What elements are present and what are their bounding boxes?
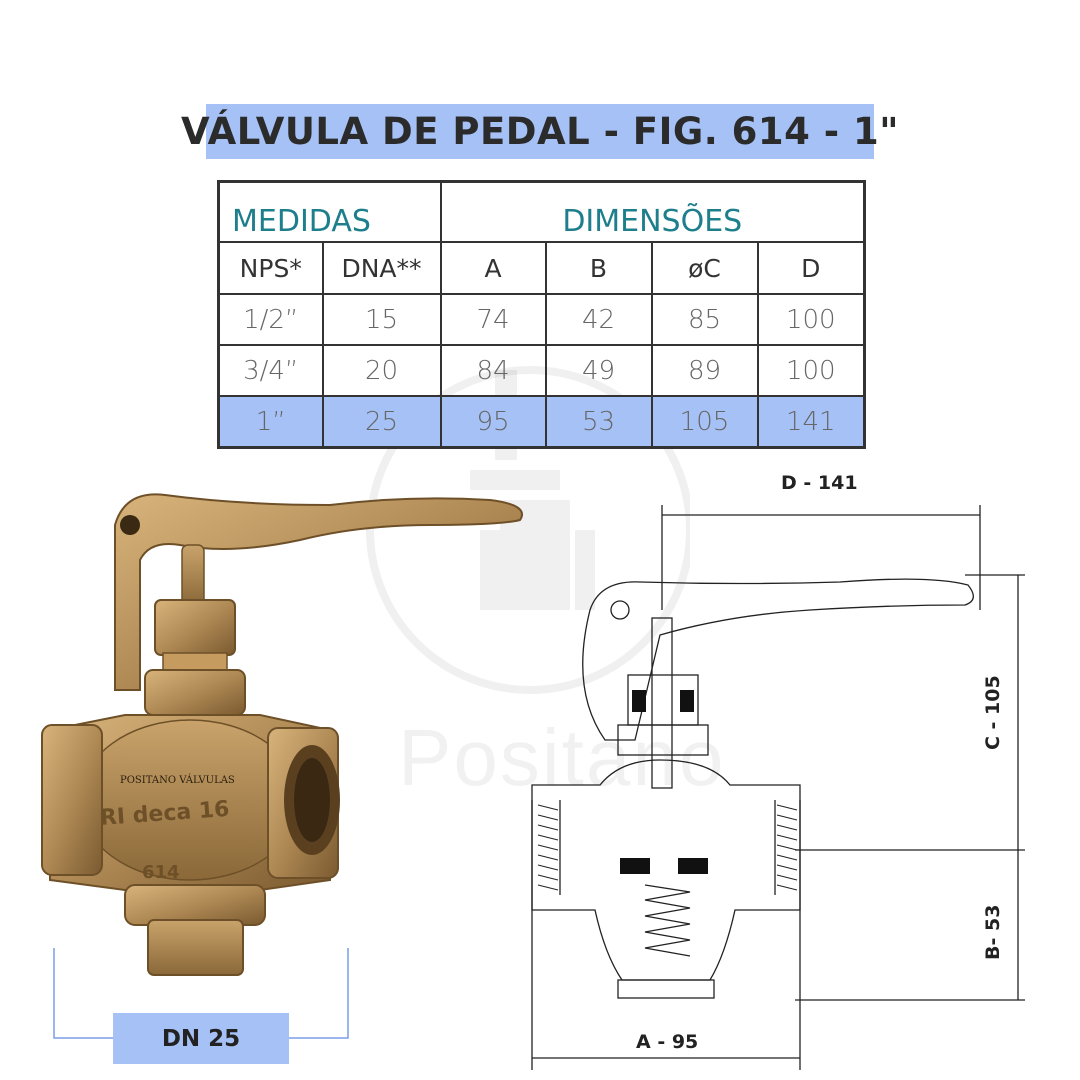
table-cell: 1” xyxy=(217,395,324,449)
table-cell: 3/4” xyxy=(217,344,324,397)
table-cell: 74 xyxy=(439,293,547,346)
col-header-b: B xyxy=(544,241,653,295)
col-header-dna: DNA** xyxy=(321,241,442,295)
table-cell: 42 xyxy=(544,293,653,346)
table-row-highlighted: 1” 25 95 53 105 141 xyxy=(217,395,866,449)
table-cell: 141 xyxy=(756,395,866,449)
figure-mark: 614 xyxy=(142,862,180,883)
group-header-medidas: MEDIDAS xyxy=(217,180,442,243)
table-cell: 20 xyxy=(321,344,442,397)
col-header-c: øC xyxy=(650,241,759,295)
table-cell: 89 xyxy=(650,344,759,397)
dimension-b-label: B- 53 xyxy=(982,904,1004,960)
table-cell: 100 xyxy=(756,293,866,346)
table-cell: 95 xyxy=(439,395,547,449)
table-cell: 15 xyxy=(321,293,442,346)
valve-photo: POSITANO VÁLVULAS RI deca 16 614 xyxy=(41,493,523,976)
dimension-a-label: A - 95 xyxy=(636,1031,699,1053)
technical-drawing xyxy=(531,505,1025,1070)
dn-badge: DN 25 xyxy=(113,1013,289,1064)
table-cell: 25 xyxy=(321,395,442,449)
table-cell: 84 xyxy=(439,344,547,397)
col-header-a: A xyxy=(439,241,547,295)
col-header-d: D xyxy=(756,241,866,295)
page-title: VÁLVULA DE PEDAL - FIG. 614 - 1" xyxy=(181,104,899,159)
table-cell: 49 xyxy=(544,344,653,397)
dimension-c-label: C - 105 xyxy=(982,675,1004,750)
table-cell: 1/2” xyxy=(217,293,324,346)
table-cell: 100 xyxy=(756,344,866,397)
table-cell: 105 xyxy=(650,395,759,449)
col-header-nps: NPS* xyxy=(217,241,324,295)
dimension-d-label: D - 141 xyxy=(781,472,858,494)
dn-bracket xyxy=(53,948,349,1039)
table-cell: 53 xyxy=(544,395,653,449)
watermark-text: Positano xyxy=(398,713,726,802)
group-header-dimensoes: DIMENSÕES xyxy=(439,180,866,243)
table-cell: 85 xyxy=(650,293,759,346)
brand-mark: POSITANO VÁLVULAS xyxy=(120,774,235,786)
table-row: 1/2” 15 74 42 85 100 xyxy=(217,293,866,346)
table-row: 3/4” 20 84 49 89 100 xyxy=(217,344,866,397)
dimensions-table: MEDIDAS DIMENSÕES NPS* DNA** A B øC D 1/… xyxy=(217,180,867,449)
